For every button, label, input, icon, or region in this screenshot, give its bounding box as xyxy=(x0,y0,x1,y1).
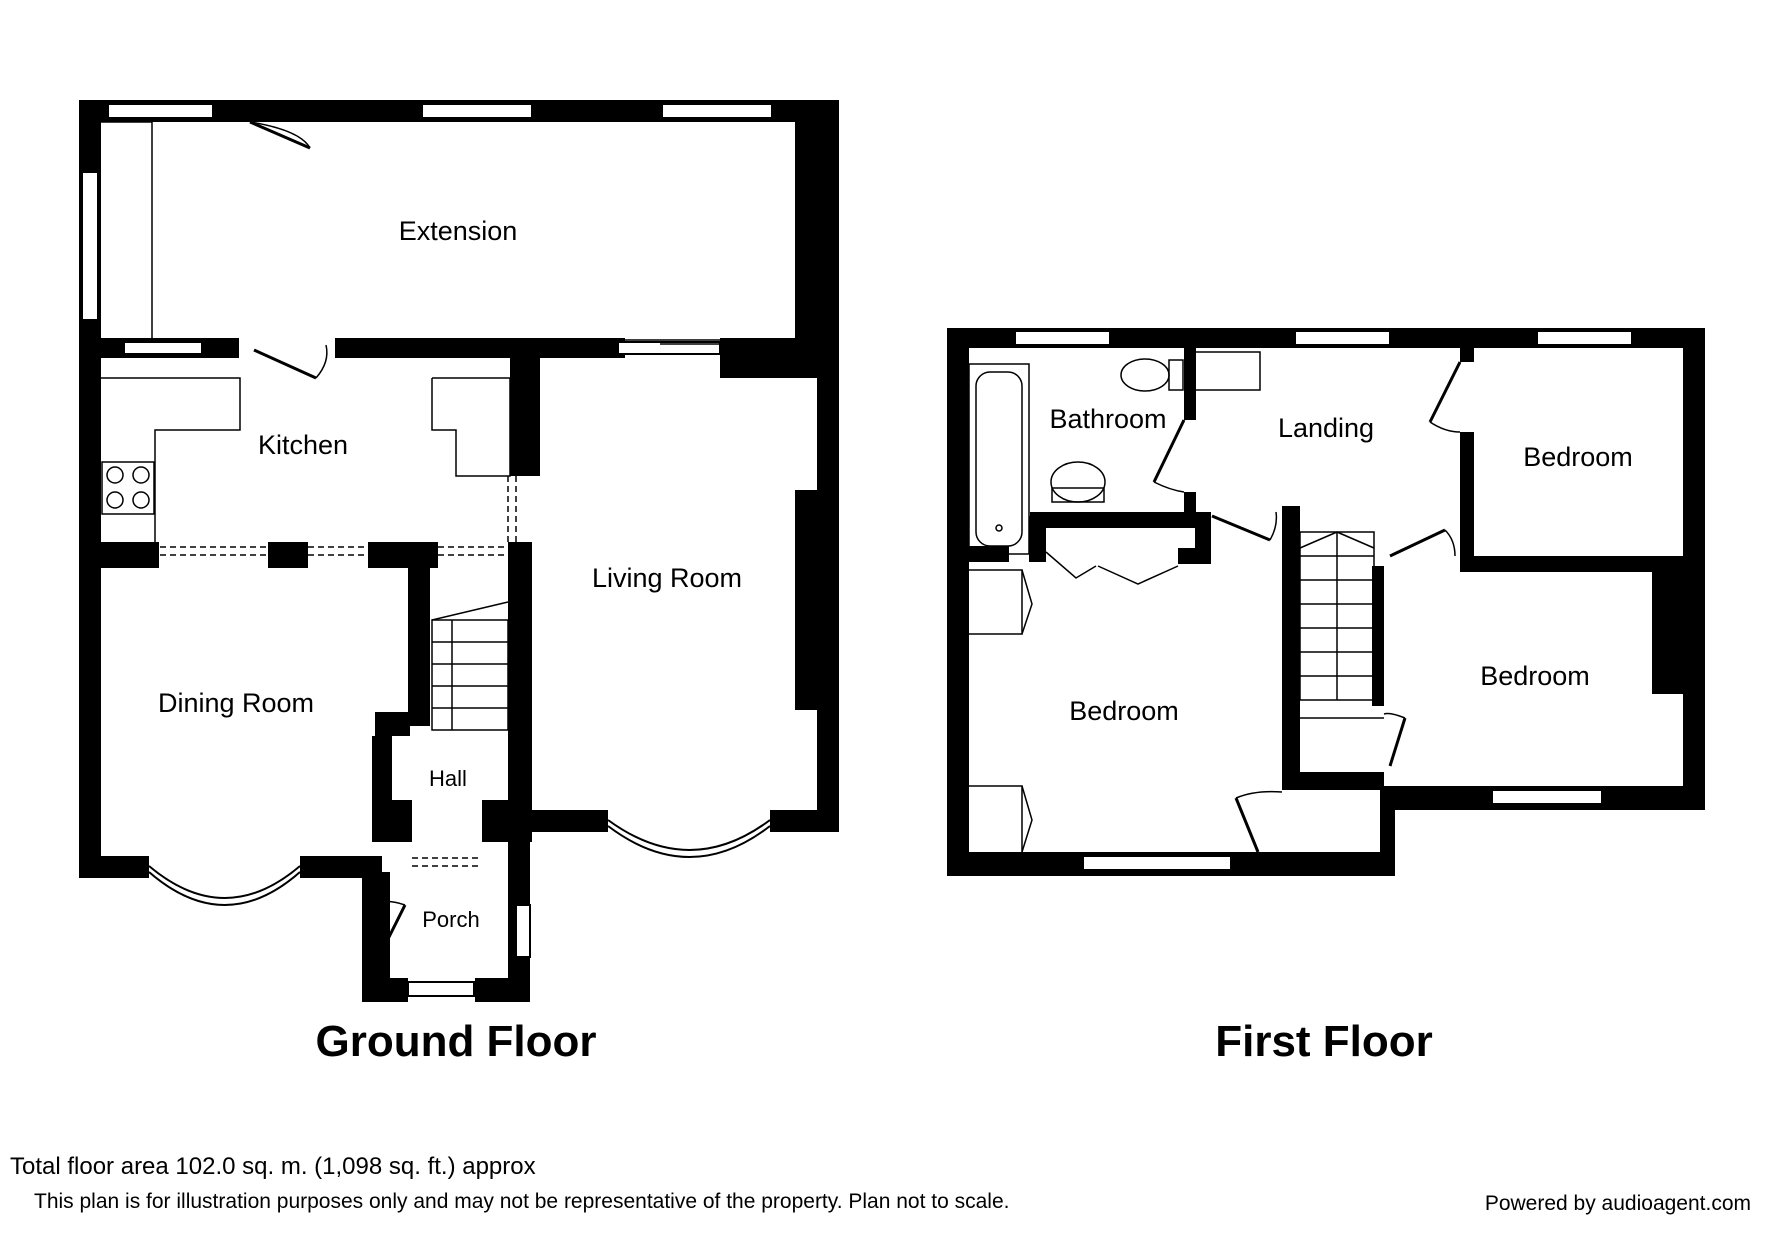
first-floor-windows xyxy=(1014,330,1633,871)
powered-by-credit: Powered by audioagent.com xyxy=(1484,1192,1751,1215)
room-label-hall: Hall xyxy=(429,766,467,791)
hob-icon xyxy=(101,461,155,515)
room-label-kitchen: Kitchen xyxy=(258,430,348,460)
room-label-dining-room: Dining Room xyxy=(158,688,314,718)
disclaimer-text: This plan is for illustration purposes o… xyxy=(34,1190,1010,1213)
room-label-bedroom-rear: Bedroom xyxy=(1523,442,1633,472)
room-label-landing: Landing xyxy=(1278,413,1374,443)
ground-floor-openings xyxy=(160,476,517,867)
ground-floor-title: Ground Floor xyxy=(315,1017,596,1066)
first-floor-title: First Floor xyxy=(1215,1017,1433,1066)
first-floor-walls xyxy=(947,328,1705,876)
room-label-living-room: Living Room xyxy=(592,563,742,593)
room-label-extension: Extension xyxy=(399,216,518,246)
ground-floor-fixtures xyxy=(101,121,720,731)
total-floor-area: Total floor area 102.0 sq. m. (1,098 sq.… xyxy=(10,1153,536,1180)
room-label-bedroom-front-right: Bedroom xyxy=(1480,661,1590,691)
bath-icon xyxy=(968,363,1030,555)
basin-icon xyxy=(1050,461,1106,503)
ground-floor-labels: Extension Kitchen Living Room Dining Roo… xyxy=(158,216,742,932)
toilet-icon xyxy=(1120,358,1170,392)
ground-floor-doors xyxy=(249,120,407,956)
first-floor-fixtures xyxy=(968,351,1384,853)
ground-floor-plan: Extension Kitchen Living Room Dining Roo… xyxy=(79,100,839,1066)
ground-floor-windows xyxy=(81,103,773,997)
staircase xyxy=(431,619,509,731)
room-label-bathroom: Bathroom xyxy=(1049,404,1166,434)
first-floor-doors xyxy=(1152,361,1462,853)
room-label-bedroom-front-left: Bedroom xyxy=(1069,696,1179,726)
first-floor-plan: Bathroom Landing Bedroom Bedroom Bedroom… xyxy=(947,328,1705,1066)
first-floor-labels: Bathroom Landing Bedroom Bedroom Bedroom xyxy=(1049,404,1632,726)
room-label-porch: Porch xyxy=(422,907,479,932)
ground-floor-bay-windows xyxy=(148,819,771,906)
